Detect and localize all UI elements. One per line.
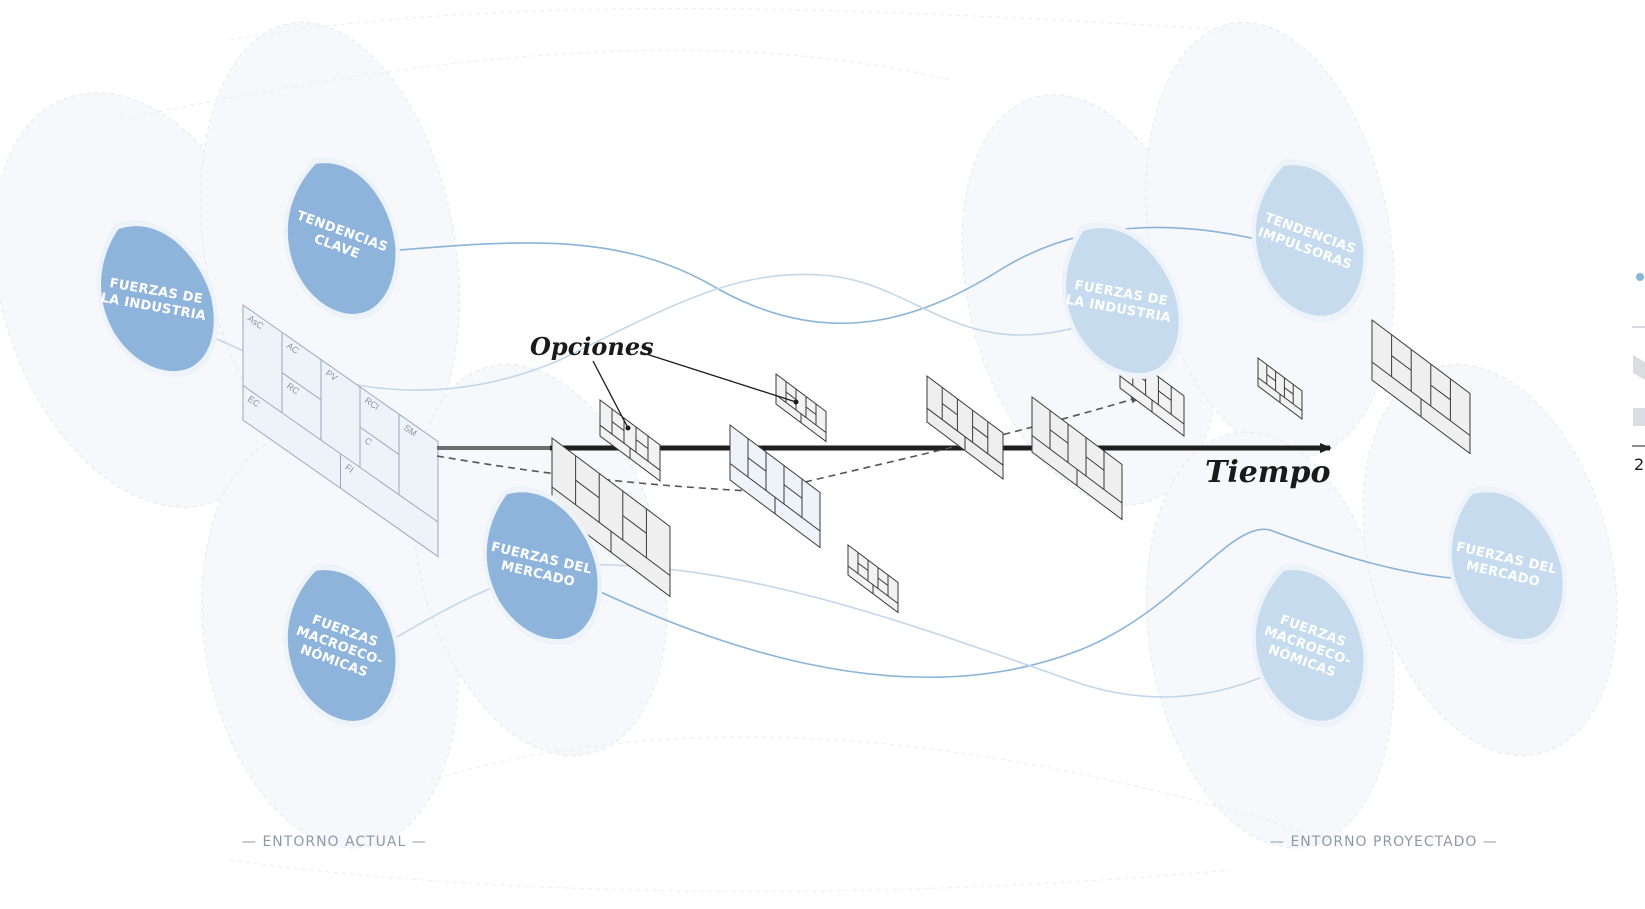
option-canvas-mid-b — [926, 375, 1004, 480]
option-canvases — [551, 319, 1471, 614]
option-canvas-small-a — [599, 399, 661, 482]
petal-shape — [287, 570, 396, 721]
edge-fragments: 2 — [1632, 273, 1645, 474]
canvas-frame — [775, 373, 827, 443]
petal-industria: FUERZAS DELA INDUSTRIA — [96, 220, 219, 377]
petal-shape — [486, 492, 598, 639]
option-canvas-mid-c — [1031, 396, 1123, 521]
canvas-frame — [847, 544, 899, 614]
edge-number: 2 — [1634, 455, 1644, 474]
petal-shape — [1255, 165, 1364, 316]
petal-macro: FUERZASMACROECO-NÓMICAS — [283, 564, 400, 727]
option-canvas-small-b — [775, 373, 827, 443]
canvas-frame — [1371, 319, 1471, 455]
petal-shape — [101, 226, 214, 372]
flow-tendencias — [374, 226, 1299, 325]
petal-industria: FUERZAS DELA INDUSTRIA — [1061, 222, 1184, 379]
petal-tendencias: TENDENCIASIMPULSORAS — [1251, 159, 1368, 322]
option-canvas-mid — [729, 424, 821, 549]
petal-mercado: FUERZAS DELMERCADO — [1447, 486, 1568, 645]
option-canvas-small-c — [847, 544, 899, 614]
canvas-cell-label: C — [363, 435, 374, 447]
petal-shape — [1066, 228, 1179, 374]
petal-tendencias: TENDENCIASCLAVE — [283, 157, 400, 320]
opciones-label: Opciones — [530, 332, 654, 361]
canvas-frame — [242, 304, 439, 558]
entorno-proyectado-label: — ENTORNO PROYECTADO — — [1270, 834, 1498, 850]
petal-shape — [1255, 570, 1364, 721]
tiempo-label: Tiempo — [1205, 455, 1331, 490]
petal-shape — [287, 163, 396, 314]
canvas-frame — [599, 399, 661, 482]
flow-mercado — [574, 528, 1491, 678]
canvas-frame — [1257, 357, 1303, 420]
petal-shape — [1451, 492, 1563, 639]
option-canvas-small-e — [1257, 357, 1303, 420]
projected-environment-forces: FUERZAS DELA INDUSTRIA TENDENCIASIMPULSOR… — [1061, 159, 1568, 727]
petal-mercado: FUERZAS DELMERCADO — [482, 486, 603, 645]
background-dashed-loops — [119, 8, 1301, 892]
present-environment-forces: FUERZAS DELA INDUSTRIA TENDENCIASCLAVE FUE… — [96, 157, 603, 727]
opciones-callout: Opciones — [530, 332, 799, 431]
entorno-actual-label: — ENTORNO ACTUAL — — [242, 834, 427, 850]
canvas-frame — [926, 375, 1004, 480]
petal-macro: FUERZASMACROECO-NÓMICAS — [1251, 564, 1368, 727]
canvas-frame — [551, 437, 671, 598]
option-canvas-future — [1371, 319, 1471, 455]
option-canvas-large — [551, 437, 671, 598]
canvas-frame — [729, 424, 821, 549]
canvas-frame — [1031, 396, 1123, 521]
